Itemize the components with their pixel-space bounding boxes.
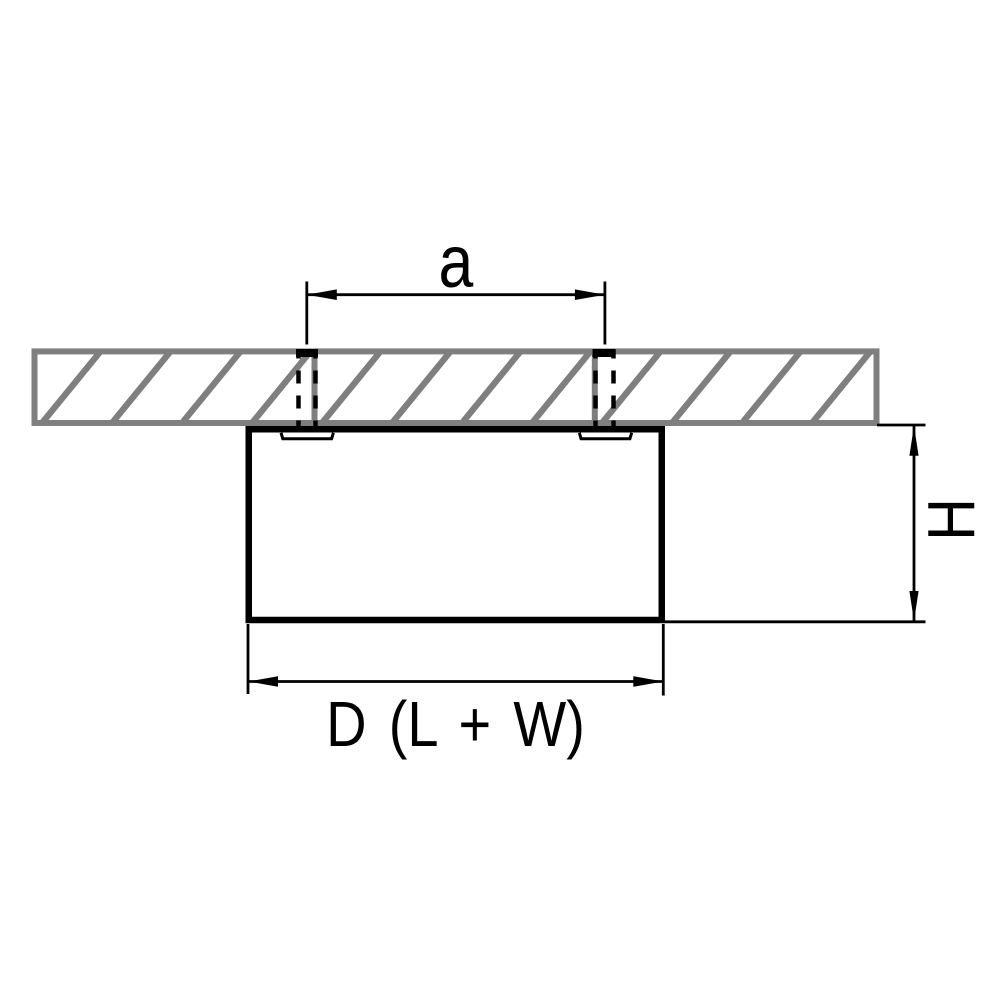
svg-text:a: a <box>439 220 475 303</box>
svg-text:D (L + W): D (L + W) <box>326 689 585 760</box>
svg-text:H: H <box>915 498 989 541</box>
